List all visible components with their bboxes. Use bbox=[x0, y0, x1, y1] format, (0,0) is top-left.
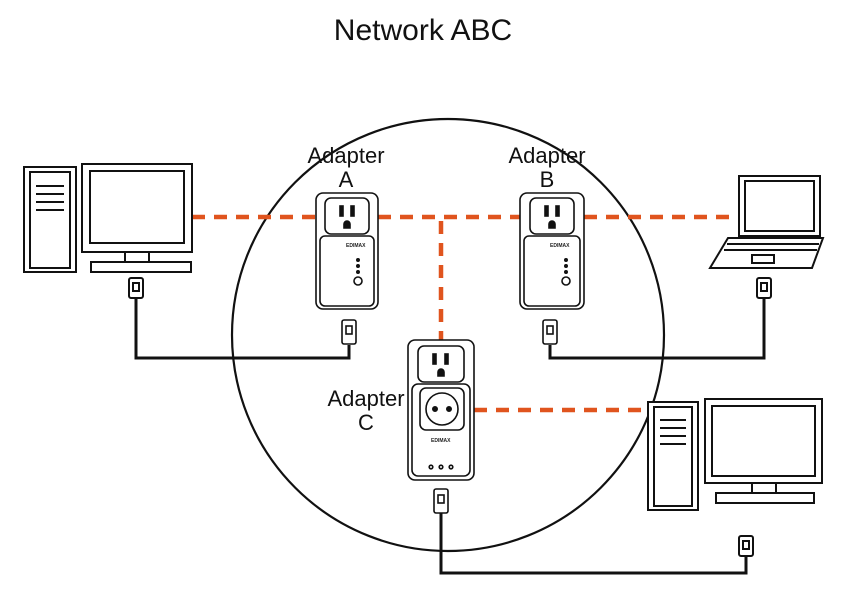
adapter-b-device: EDIMAX bbox=[519, 192, 585, 345]
desktop-computer-1 bbox=[23, 163, 193, 299]
svg-text:EDIMAX: EDIMAX bbox=[346, 243, 366, 249]
adapter-c-label: Adapter C bbox=[318, 387, 414, 435]
monitor-icon bbox=[81, 163, 193, 273]
monitor-icon bbox=[704, 398, 823, 504]
adapter-a-label-line1: Adapter bbox=[307, 143, 385, 168]
adapter-a-label: Adapter A bbox=[298, 144, 394, 192]
powerline-links bbox=[192, 214, 734, 413]
desktop-computer-2 bbox=[647, 398, 823, 557]
adapter-b-label-line2: B bbox=[539, 167, 555, 192]
passthrough-socket-icon bbox=[419, 387, 465, 431]
ethernet-plug-icon bbox=[128, 277, 144, 299]
ethernet-plug-icon bbox=[756, 277, 772, 299]
laptop-computer bbox=[708, 175, 825, 299]
adapter-c-label-line2: C bbox=[358, 410, 374, 435]
laptop-icon bbox=[708, 175, 825, 269]
adapter-a-label-line2: A bbox=[338, 167, 354, 192]
diagram-title: Network ABC bbox=[333, 14, 513, 47]
ethernet-cables bbox=[134, 298, 766, 575]
adapter-c-label-line1: Adapter bbox=[327, 386, 405, 411]
ethernet-cable-a bbox=[134, 298, 351, 360]
tower-icon bbox=[647, 401, 699, 511]
network-boundary bbox=[230, 117, 666, 553]
ethernet-plug-icon bbox=[738, 535, 754, 557]
ethernet-port-icon bbox=[542, 319, 558, 345]
adapter-b-label: Adapter B bbox=[499, 144, 595, 192]
svg-text:EDIMAX: EDIMAX bbox=[550, 243, 570, 249]
ethernet-port-icon bbox=[341, 319, 357, 345]
ethernet-cable-c bbox=[439, 512, 748, 575]
power-outlet-icon bbox=[324, 197, 370, 235]
adapter-b-label-line1: Adapter bbox=[508, 143, 586, 168]
power-outlet-icon bbox=[417, 345, 465, 383]
svg-text:EDIMAX: EDIMAX bbox=[431, 438, 451, 444]
adapter-a-device: EDIMAX bbox=[315, 192, 379, 345]
ethernet-port-icon bbox=[433, 488, 449, 514]
adapter-c-device: EDIMAX bbox=[407, 339, 475, 514]
ethernet-cable-b bbox=[548, 298, 766, 360]
tower-icon bbox=[23, 166, 77, 273]
power-outlet-icon bbox=[529, 197, 575, 235]
